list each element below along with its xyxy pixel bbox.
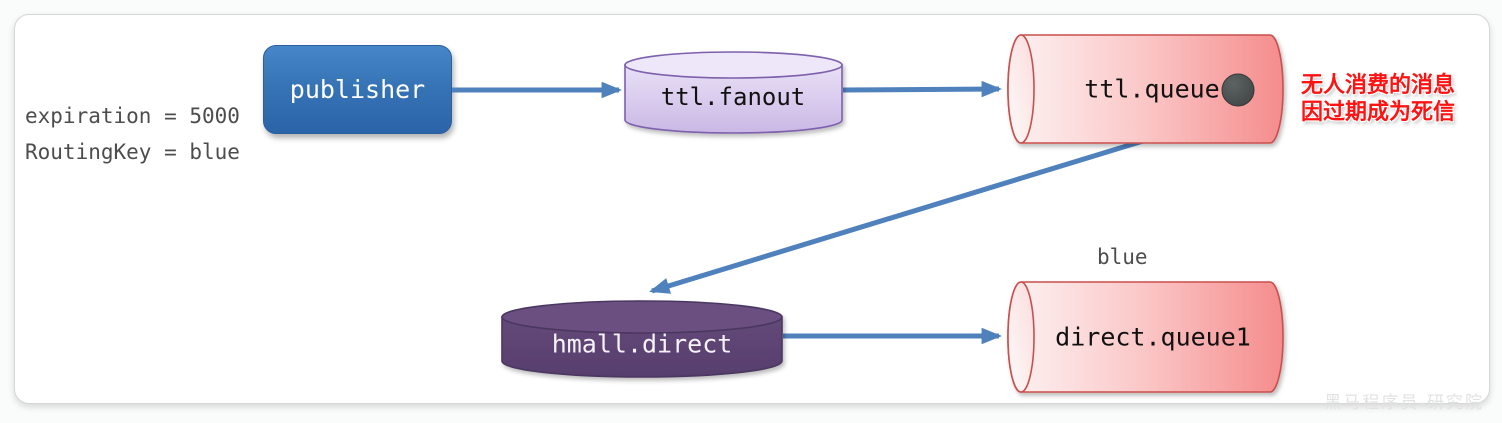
publisher-label: publisher <box>289 75 426 104</box>
dead-letter-note: 无人消费的消息 因过期成为死信 <box>1301 71 1455 125</box>
hmall-direct-label: hmall.direct <box>551 329 733 359</box>
publisher-node: publisher <box>263 45 452 134</box>
diagram-card <box>14 14 1490 404</box>
direct-queue1-label: direct.queue1 <box>1055 322 1251 352</box>
expiration-param-label: expiration = 5000 <box>25 104 240 128</box>
ttl-queue-label: ttl.queue <box>1084 74 1220 104</box>
ttl-fanout-label: ttl.fanout <box>660 83 806 111</box>
routing-key-param-label: RoutingKey = blue <box>25 140 240 164</box>
queue1-binding-key-label: blue <box>1097 245 1148 269</box>
dead-letter-note-line2: 因过期成为死信 <box>1301 99 1456 124</box>
watermark-text: 黑马程序员-研究院 <box>1324 393 1484 412</box>
dead-letter-note-line1: 无人消费的消息 <box>1301 72 1456 97</box>
